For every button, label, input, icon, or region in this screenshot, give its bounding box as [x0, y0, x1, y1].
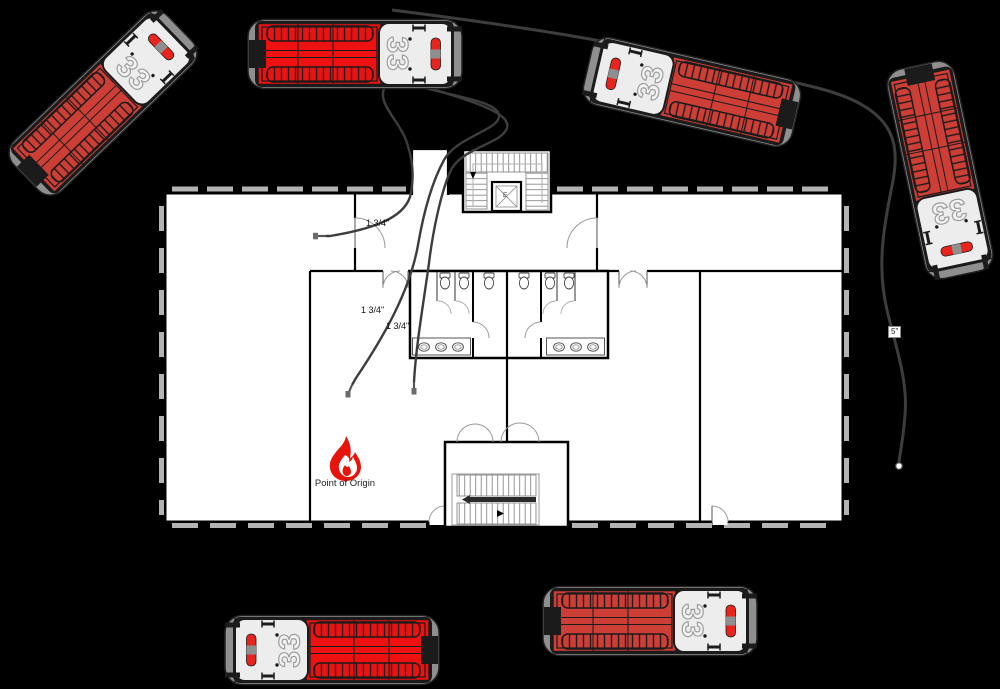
fire-engine-bottom-right[interactable]: 33 — [542, 585, 758, 657]
interior-doors — [354, 217, 729, 525]
building-floorplan — [159, 147, 849, 529]
svg-text:33: 33 — [381, 36, 414, 71]
fire-engine-top-right[interactable]: 33 — [580, 34, 804, 149]
window-strips — [159, 186, 849, 528]
hose-nozzle-3-tip — [411, 388, 417, 395]
attack-hose-line-1[interactable] — [326, 81, 414, 238]
hose-label-attack-3[interactable]: 1 3/4" — [386, 321, 410, 331]
svg-text:33: 33 — [631, 62, 671, 104]
fire-engine-far-right[interactable]: 33 — [884, 58, 996, 282]
elevator-shaft — [490, 180, 523, 213]
fire-trucks-layer: 33 33 — [2, 4, 996, 686]
elevator-label: E — [503, 192, 508, 199]
svg-text:33: 33 — [274, 632, 307, 667]
bottom-stairwell — [443, 422, 570, 529]
fire-engine-top-center[interactable]: 33 — [247, 18, 463, 90]
hose-label-attack-2[interactable]: 1 3/4" — [361, 305, 385, 315]
attack-hose-line-2[interactable] — [350, 80, 501, 386]
top-stairwell — [461, 148, 553, 214]
hose-label-attack-1[interactable]: 1 3/4" — [366, 218, 390, 228]
svg-text:33: 33 — [676, 603, 709, 638]
point-of-origin-label[interactable]: Point of Origin — [314, 478, 376, 489]
hose-nozzle-1-tip — [313, 232, 318, 240]
hydrant-connection-point[interactable] — [894, 461, 904, 471]
hose-nozzle-2 — [347, 384, 354, 393]
restrooms — [408, 269, 610, 360]
point-of-origin-flame-icon[interactable] — [329, 436, 361, 481]
entry-vestibule — [413, 150, 447, 195]
hose-label-supply[interactable]: 5" — [888, 326, 902, 338]
svg-text:33: 33 — [928, 191, 969, 231]
fire-engine-bottom-left[interactable]: 33 — [224, 614, 440, 686]
hose-nozzle-2-tip — [345, 391, 351, 398]
fire-engine-top-left[interactable]: 33 — [2, 4, 204, 202]
attack-hose-line-3[interactable] — [412, 82, 509, 383]
